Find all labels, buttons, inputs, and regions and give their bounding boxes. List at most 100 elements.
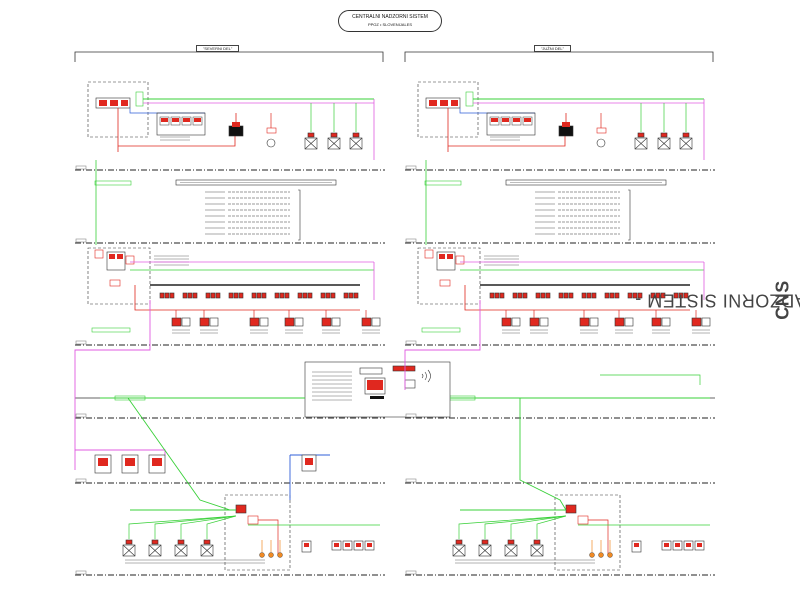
fire-panel-screen <box>109 254 115 259</box>
note-bracket <box>298 189 301 241</box>
dark-panel <box>558 125 574 137</box>
relay-icon <box>683 292 689 299</box>
fire-panel-screen <box>194 118 201 122</box>
relay-icon <box>494 292 500 299</box>
valve-actuator <box>203 539 211 545</box>
relay-icon <box>343 292 349 299</box>
printer-icon <box>404 379 416 389</box>
relay-icon <box>187 292 193 299</box>
relay-icon <box>627 292 633 299</box>
relay-icon <box>238 292 244 299</box>
valve-cross <box>504 544 518 557</box>
valve-cross <box>452 544 466 557</box>
valve-actuator <box>637 132 645 138</box>
siren-label <box>596 127 607 134</box>
relay-icon <box>522 292 528 299</box>
control-room-frame <box>417 247 481 305</box>
detector-icon <box>651 317 662 327</box>
detector-icon <box>199 317 210 327</box>
fire-panel-screen <box>513 118 520 122</box>
relay-icon <box>609 292 615 299</box>
panel-alarm <box>562 122 570 127</box>
fire-panel-screen <box>161 118 168 122</box>
detector-base <box>589 317 599 327</box>
valve-cross <box>679 137 693 150</box>
fire-panel-icon <box>94 249 104 259</box>
module-icon <box>439 279 451 287</box>
note-tag <box>91 327 131 333</box>
station-label <box>359 367 383 375</box>
siren-label <box>266 127 277 134</box>
detector-group-frame <box>156 112 206 136</box>
detector-icon <box>501 317 512 327</box>
fire-panel-icon <box>565 504 577 514</box>
fire-panel-screen <box>491 118 498 122</box>
note-bracket <box>628 189 631 241</box>
fire-panel-icon <box>99 100 107 106</box>
valve-station-alarm <box>634 543 639 547</box>
detector-base <box>294 317 304 327</box>
module-icon <box>125 255 135 265</box>
detector-base <box>661 317 671 327</box>
bus-drop <box>536 515 567 539</box>
relay-icon <box>164 292 170 299</box>
valve-actuator <box>682 132 690 138</box>
floor-marker <box>75 238 87 243</box>
detector-base <box>259 317 269 327</box>
side-title: CENTRALNI NADZORNI SISTEM - CNS <box>634 0 800 600</box>
fire-panel-icon <box>429 100 437 106</box>
loop-red <box>464 285 690 311</box>
fire-panel-icon <box>110 100 118 106</box>
bus-drop <box>206 515 237 539</box>
relay-icon <box>256 292 262 299</box>
detector-base <box>511 317 521 327</box>
station-alarm <box>392 365 416 372</box>
valve-cross <box>478 544 492 557</box>
detector-icon <box>691 317 702 327</box>
valve-station-alarm <box>304 543 309 547</box>
trunk-green <box>127 397 231 511</box>
valve-cross <box>122 544 136 557</box>
relay-icon <box>297 292 303 299</box>
detector-icon <box>171 317 182 327</box>
relay-icon <box>215 292 221 299</box>
detector-icon <box>367 543 372 547</box>
valve-cross <box>174 544 188 557</box>
relay-icon <box>558 292 564 299</box>
relay-icon <box>284 292 290 299</box>
fire-panel-icon <box>451 100 458 106</box>
module-icon <box>577 515 589 525</box>
fire-panel-screen <box>183 118 190 122</box>
floor-marker <box>405 238 417 243</box>
fire-panel-icon <box>125 458 135 466</box>
relay-icon <box>279 292 285 299</box>
loop-blue <box>459 108 535 114</box>
siren-icon <box>596 138 606 148</box>
dark-panel <box>228 125 244 137</box>
fire-panel-icon <box>305 458 313 465</box>
bus-drop <box>484 515 567 539</box>
detector-icon <box>579 317 590 327</box>
floor-marker <box>405 340 417 345</box>
detector-icon <box>664 543 669 547</box>
sprinkler-icon <box>598 552 604 558</box>
fire-panel-icon <box>121 100 128 106</box>
siren-icon <box>266 138 276 148</box>
relay-icon <box>591 292 597 299</box>
relay-icon <box>274 292 280 299</box>
note-tag <box>424 180 462 186</box>
floor-marker <box>75 413 87 418</box>
relay-icon <box>251 292 257 299</box>
sprinkler-icon <box>589 552 595 558</box>
loop-red <box>258 519 279 555</box>
fire-panel-icon <box>98 458 108 466</box>
floor-marker <box>75 478 87 483</box>
detector-icon <box>614 317 625 327</box>
valve-actuator <box>455 539 463 545</box>
valve-cross <box>200 544 214 557</box>
valve-cross <box>349 137 363 150</box>
relay-icon <box>678 292 684 299</box>
detector-icon <box>321 317 332 327</box>
relay-icon <box>540 292 546 299</box>
